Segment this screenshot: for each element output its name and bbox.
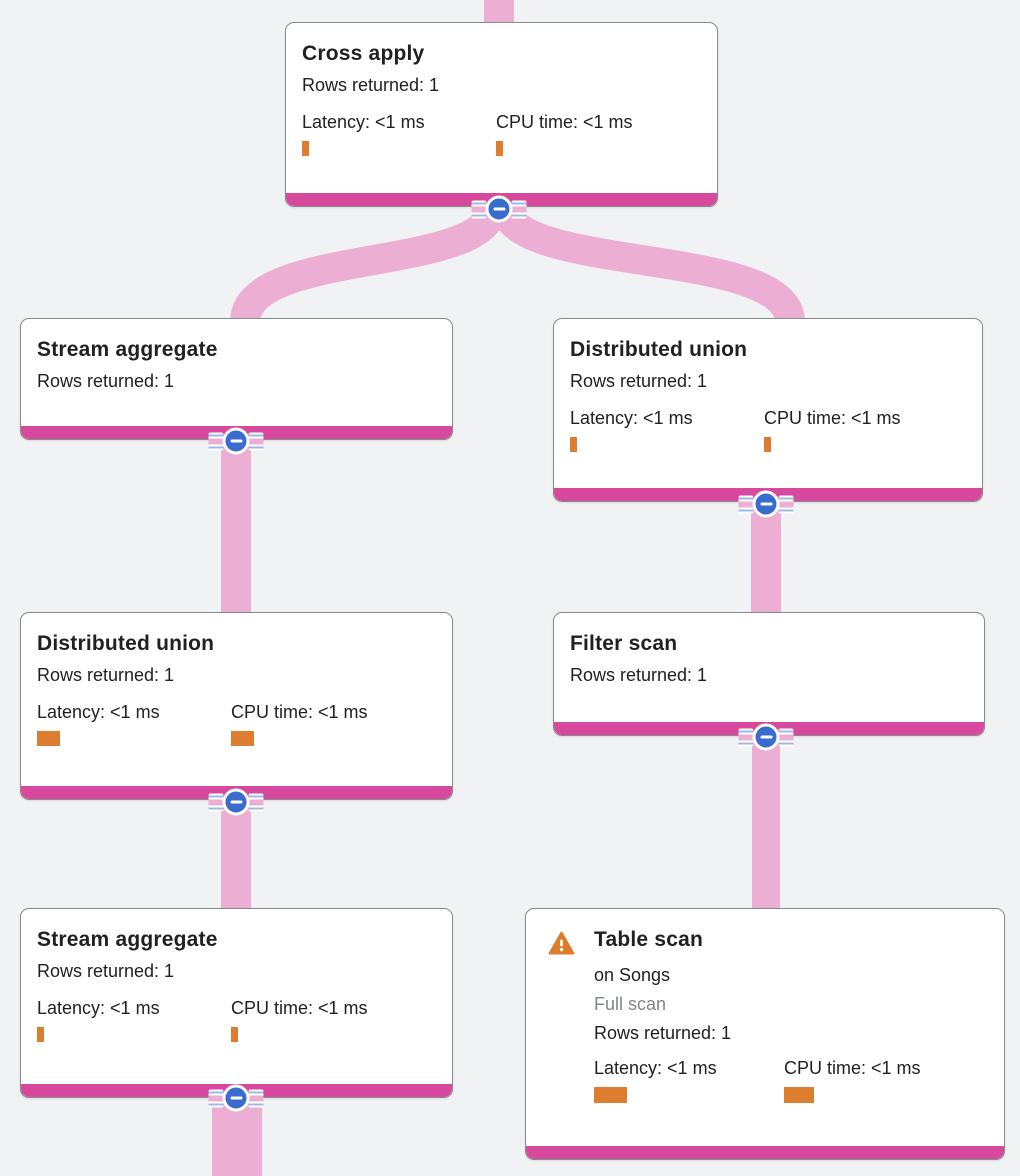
cpu-time-bar — [784, 1087, 814, 1103]
cpu-time-bar — [496, 141, 503, 156]
collapse-lines-right — [248, 432, 264, 450]
cpu-metric: CPU time: <1 ms — [764, 406, 958, 452]
cpu-time-label: CPU time: <1 ms — [231, 998, 368, 1018]
minus-icon — [752, 490, 780, 518]
cpu-time-label: CPU time: <1 ms — [496, 112, 633, 132]
plan-node-stream-aggregate[interactable]: Stream aggregate Rows returned: 1 — [20, 318, 453, 440]
latency-label: Latency: <1 ms — [37, 998, 160, 1018]
collapse-lines-left — [208, 1089, 224, 1107]
collapse-button-distributed-union-left[interactable] — [208, 788, 264, 816]
plan-node-filter-scan[interactable]: Filter scan Rows returned: 1 — [553, 612, 985, 736]
latency-label: Latency: <1 ms — [594, 1058, 717, 1078]
edge-stream-aggregate-to-distributed-union — [221, 430, 251, 616]
node-title: Distributed union — [570, 338, 748, 361]
collapse-lines-left — [208, 432, 224, 450]
edge-filter-scan-to-table-scan — [752, 728, 780, 911]
edge-cross-apply-to-stream-aggregate — [230, 202, 508, 325]
table-name: on Songs — [594, 965, 671, 985]
latency-metric: Latency: <1 ms — [37, 700, 231, 746]
minus-icon — [222, 427, 250, 455]
plan-node-distributed-union-right[interactable]: Distributed union Rows returned: 1 Laten… — [553, 318, 983, 502]
minus-icon — [485, 195, 513, 223]
metrics-row: Latency: <1 ms CPU time: <1 ms — [302, 110, 701, 156]
collapse-button-cross-apply[interactable] — [471, 195, 527, 223]
edge-parent-to-cross-apply — [484, 0, 514, 28]
minus-icon — [222, 1084, 250, 1112]
latency-label: Latency: <1 ms — [302, 112, 425, 132]
collapse-lines-right — [248, 793, 264, 811]
collapse-lines-left — [738, 495, 754, 513]
rows-returned: Rows returned: 1 — [594, 1023, 732, 1043]
collapse-lines-left — [208, 793, 224, 811]
node-title: Table scan — [594, 928, 703, 951]
cpu-metric: CPU time: <1 ms — [231, 996, 425, 1042]
rows-returned: Rows returned: 1 — [570, 371, 708, 391]
plan-node-distributed-union-left[interactable]: Distributed union Rows returned: 1 Laten… — [20, 612, 453, 800]
plan-node-cross-apply[interactable]: Cross apply Rows returned: 1 Latency: <1… — [285, 22, 718, 207]
metrics-row: Latency: <1 ms CPU time: <1 ms — [594, 1056, 988, 1103]
rows-returned: Rows returned: 1 — [37, 665, 175, 685]
plan-node-table-scan[interactable]: Table scan on Songs Full scan Rows retur… — [525, 908, 1005, 1160]
metrics-row: Latency: <1 ms CPU time: <1 ms — [37, 700, 436, 746]
edge-cross-apply-to-distributed-union — [490, 202, 805, 325]
cpu-time-label: CPU time: <1 ms — [784, 1058, 921, 1078]
cpu-time-bar — [764, 437, 771, 452]
node-footer-bar — [526, 1146, 1004, 1159]
collapse-button-stream-aggregate-bottom[interactable] — [208, 1084, 264, 1112]
rows-returned: Rows returned: 1 — [37, 961, 175, 981]
cpu-time-label: CPU time: <1 ms — [231, 702, 368, 722]
cpu-time-label: CPU time: <1 ms — [764, 408, 901, 428]
rows-returned: Rows returned: 1 — [37, 371, 175, 391]
latency-bar — [37, 731, 60, 746]
latency-bar — [37, 1027, 44, 1042]
cpu-time-bar — [231, 1027, 238, 1042]
cpu-metric: CPU time: <1 ms — [496, 110, 690, 156]
latency-bar — [302, 141, 309, 156]
latency-label: Latency: <1 ms — [570, 408, 693, 428]
cpu-time-bar — [231, 731, 254, 746]
latency-bar — [570, 437, 577, 452]
latency-bar — [594, 1087, 627, 1103]
metrics-row: Latency: <1 ms CPU time: <1 ms — [37, 996, 436, 1042]
node-title: Cross apply — [302, 42, 425, 65]
latency-metric: Latency: <1 ms — [594, 1056, 784, 1103]
collapse-lines-right — [778, 495, 794, 513]
minus-icon — [222, 788, 250, 816]
collapse-lines-left — [738, 728, 754, 746]
collapse-lines-right — [511, 200, 527, 218]
collapse-button-distributed-union-right[interactable] — [738, 490, 794, 518]
node-title: Filter scan — [570, 632, 678, 655]
minus-icon — [752, 723, 780, 751]
plan-node-stream-aggregate-bottom[interactable]: Stream aggregate Rows returned: 1 Latenc… — [20, 908, 453, 1098]
metrics-row: Latency: <1 ms CPU time: <1 ms — [570, 406, 966, 452]
node-title: Stream aggregate — [37, 338, 218, 361]
node-title: Distributed union — [37, 632, 215, 655]
node-title: Stream aggregate — [37, 928, 218, 951]
latency-metric: Latency: <1 ms — [37, 996, 231, 1042]
cpu-metric: CPU time: <1 ms — [784, 1056, 974, 1103]
warning-icon — [548, 930, 575, 962]
collapse-lines-right — [248, 1089, 264, 1107]
cpu-metric: CPU time: <1 ms — [231, 700, 425, 746]
rows-returned: Rows returned: 1 — [302, 75, 440, 95]
rows-returned: Rows returned: 1 — [570, 665, 708, 685]
collapse-lines-right — [778, 728, 794, 746]
latency-label: Latency: <1 ms — [37, 702, 160, 722]
collapse-button-filter-scan[interactable] — [738, 723, 794, 751]
latency-metric: Latency: <1 ms — [570, 406, 764, 452]
collapse-button-stream-aggregate[interactable] — [208, 427, 264, 455]
scan-type: Full scan — [594, 994, 667, 1014]
collapse-lines-left — [471, 200, 487, 218]
latency-metric: Latency: <1 ms — [302, 110, 496, 156]
